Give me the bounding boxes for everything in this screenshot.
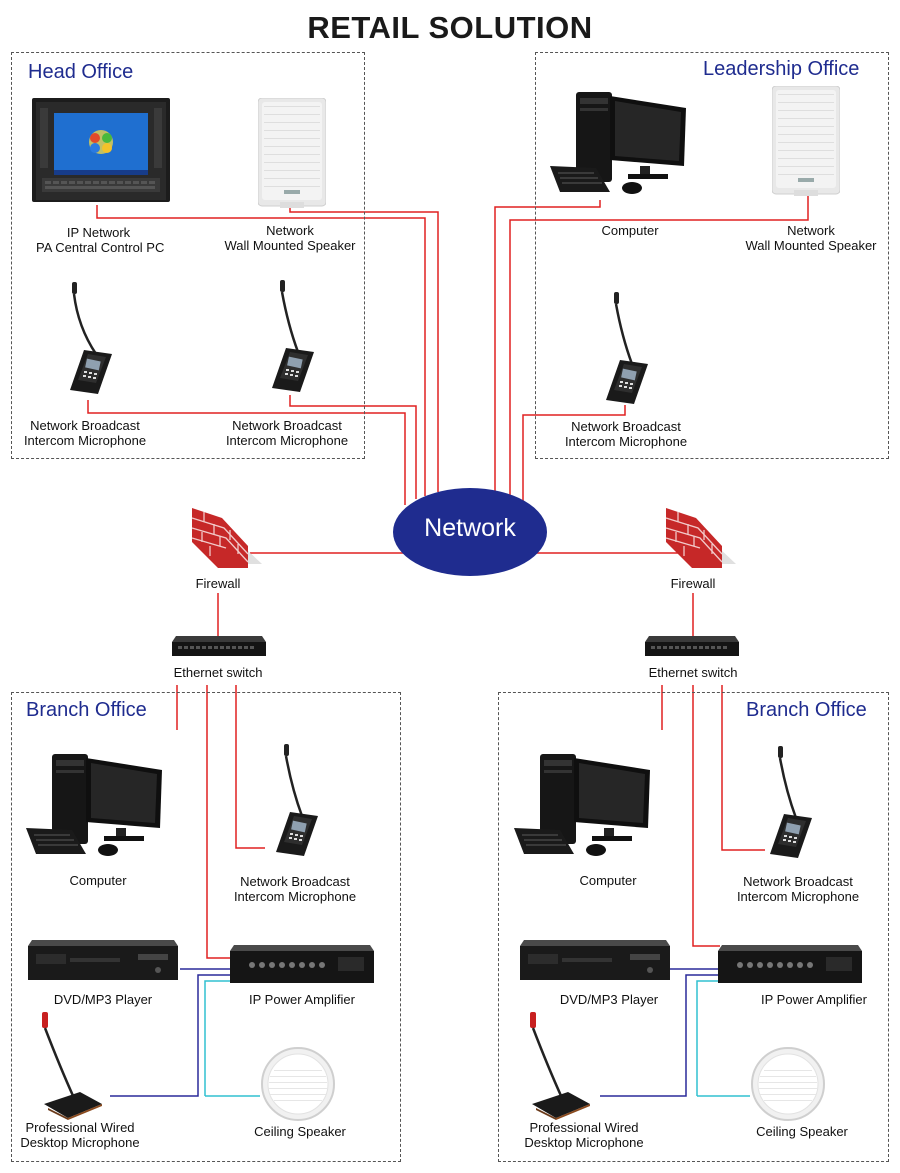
- intercom-microphone-icon: [600, 292, 656, 409]
- branch-office-right-panel: [498, 692, 889, 1162]
- network-label: Network: [424, 514, 516, 542]
- ethernet-switch-icon: [643, 636, 739, 665]
- leadership-office-panel: [535, 52, 889, 459]
- branch-right-computer-label: Computer: [579, 873, 637, 888]
- switch-left-label: Ethernet switch: [173, 665, 263, 680]
- intercom-microphone-icon: [266, 280, 322, 397]
- head-office-panel: [11, 52, 365, 459]
- dvd-mp3-player: [520, 940, 670, 987]
- dvd-mp3-player: [28, 940, 178, 987]
- branch-right-dvd-label: DVD/MP3 Player: [559, 992, 659, 1007]
- branch-right-title: Branch Office: [746, 699, 867, 721]
- ceiling-speaker-icon: [260, 1046, 336, 1127]
- firewall-left-label: Firewall: [195, 576, 241, 591]
- branch-right-ceiling-label: Ceiling Speaker: [756, 1124, 848, 1139]
- ip-power-amplifier: [230, 945, 374, 990]
- computer-icon: [548, 88, 688, 208]
- leadership-office-title: Leadership Office: [703, 58, 860, 80]
- intercom-microphone-icon: [270, 744, 326, 861]
- leadership-computer-label: Computer: [601, 223, 659, 238]
- computer-icon: [24, 750, 164, 870]
- branch-left-amp-label: IP Power Amplifier: [249, 992, 355, 1007]
- computer-icon: [512, 750, 652, 870]
- branch-left-dvd-label: DVD/MP3 Player: [53, 992, 153, 1007]
- wall-mounted-speaker: [771, 85, 841, 203]
- switch-right-label: Ethernet switch: [648, 665, 738, 680]
- firewall-icon: [190, 508, 262, 575]
- branch-left-title: Branch Office: [26, 699, 147, 721]
- head-office-title: Head Office: [28, 61, 134, 83]
- page-title: RETAIL SOLUTION: [307, 10, 593, 45]
- desktop-microphone-icon: [40, 1012, 104, 1125]
- ceiling-speaker-icon: [750, 1046, 826, 1127]
- branch-left-ceiling-label: Ceiling Speaker: [254, 1124, 346, 1139]
- ethernet-switch-icon: [170, 636, 266, 665]
- desktop-microphone-icon: [528, 1012, 592, 1125]
- branch-left-computer-label: Computer: [69, 873, 127, 888]
- network-node: [391, 486, 549, 583]
- intercom-microphone-icon: [764, 746, 820, 863]
- ip-power-amplifier: [718, 945, 862, 990]
- branch-right-amp-label: IP Power Amplifier: [761, 992, 867, 1007]
- firewall-icon: [664, 508, 736, 575]
- branch-office-left-panel: [11, 692, 401, 1162]
- wall-mounted-speaker: [257, 97, 327, 215]
- firewall-right-label: Firewall: [670, 576, 716, 591]
- pa-central-control-pc: [32, 98, 170, 211]
- intercom-microphone-icon: [64, 282, 120, 399]
